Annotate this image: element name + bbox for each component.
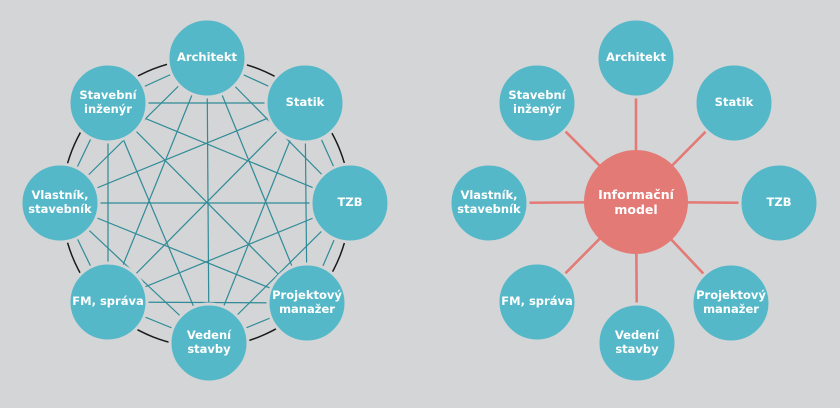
right-node-projektovy-manazer — [690, 262, 772, 344]
right-node-fm-sprava — [496, 261, 578, 343]
center-node-informacni-model — [584, 150, 688, 254]
left-node-projektovy-manazer — [266, 262, 348, 344]
mesh-line-tzb-stavebni-inzenyr — [107, 102, 351, 204]
right-node-tzb — [738, 162, 820, 244]
left-node-architekt — [166, 17, 248, 99]
mesh-line-architekt-fm-sprava — [107, 57, 208, 303]
left-node-statik — [264, 62, 346, 144]
mesh-line-projektovy-manazer-stavebni-inzenyr — [107, 102, 308, 304]
right-node-vedeni-stavby — [596, 302, 678, 384]
right-node-statik — [693, 62, 775, 144]
left-node-stavebni-inzenyr — [67, 62, 149, 144]
right-node-vlastnik-stavebnik — [448, 162, 530, 244]
left-node-vlastnik-stavebnik — [19, 162, 101, 244]
left-node-tzb — [309, 162, 391, 244]
mesh-line-projektovy-manazer-vlastnik-stavebnik — [59, 202, 308, 304]
mesh-line-vedeni-stavby-stavebni-inzenyr — [107, 102, 210, 344]
right-node-architekt — [595, 17, 677, 99]
mesh-line-statik-vlastnik-stavebnik — [59, 102, 306, 204]
left-node-vedeni-stavby — [168, 302, 250, 384]
right-node-stavebni-inzenyr — [496, 62, 578, 144]
left-node-fm-sprava — [67, 261, 149, 343]
